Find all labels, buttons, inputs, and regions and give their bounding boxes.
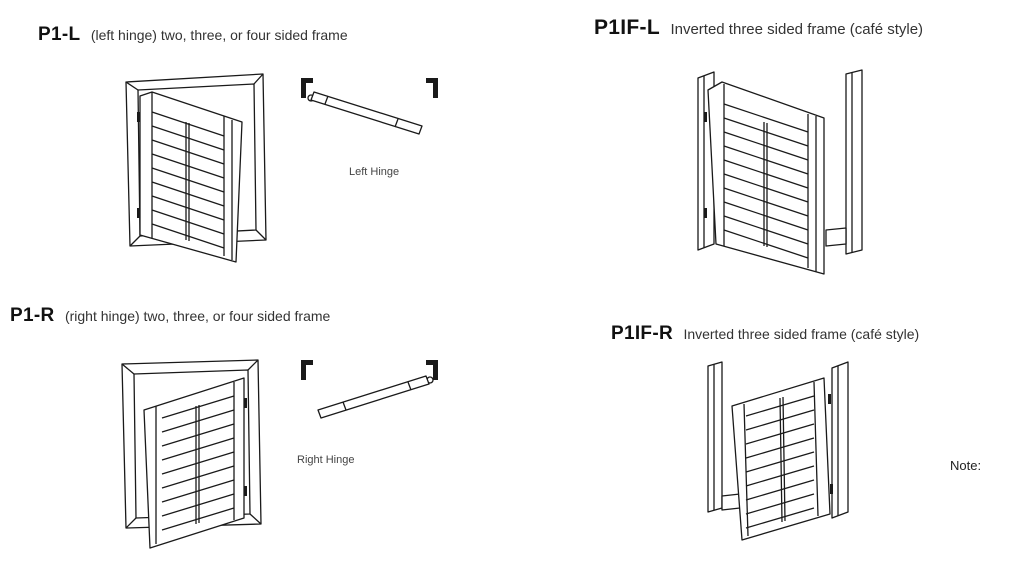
p1r-code: P1-R xyxy=(10,305,55,326)
p1ifr-shutter-illustration xyxy=(704,358,864,543)
p1l-shutter-illustration xyxy=(118,70,278,270)
p1l-hinge-caption: Left Hinge xyxy=(349,166,400,178)
p1ifl-description: Inverted three sided frame (café style) xyxy=(670,21,924,38)
p1ifl-shutter-illustration xyxy=(694,68,874,283)
p1ifr-description: Inverted three sided frame (café style) xyxy=(683,326,920,342)
p1r-heading: P1-R (right hinge) two, three, or four s… xyxy=(10,306,330,325)
p1r-hinge-caption: Right Hinge xyxy=(297,454,355,466)
p1ifl-code: P1IF-L xyxy=(594,16,660,39)
p1ifr-heading: P1IF-R Inverted three sided frame (café … xyxy=(611,324,919,343)
p1l-hinge-diagram xyxy=(301,78,438,149)
p1l-heading: P1-L (left hinge) two, three, or four si… xyxy=(38,25,348,44)
p1l-code: P1-L xyxy=(38,24,81,45)
note-label: Note: xyxy=(950,458,982,473)
p1l-description: (left hinge) two, three, or four sided f… xyxy=(90,27,348,43)
p1r-hinge-diagram xyxy=(301,360,438,431)
p1ifr-code: P1IF-R xyxy=(611,323,673,344)
p1r-description: (right hinge) two, three, or four sided … xyxy=(64,308,331,324)
p1ifl-heading: P1IF-L Inverted three sided frame (café … xyxy=(594,17,923,38)
p1r-shutter-illustration xyxy=(118,358,268,553)
